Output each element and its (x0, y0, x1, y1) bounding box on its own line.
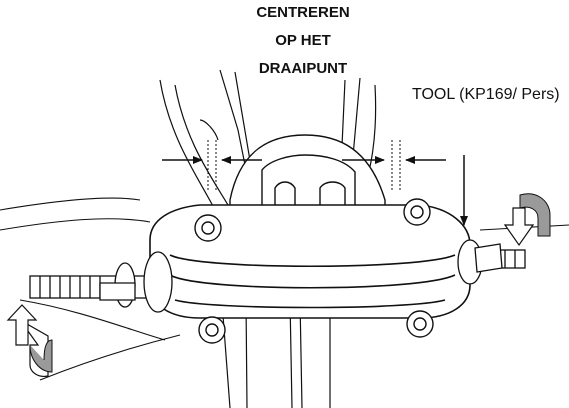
rotate-arrow-icon (6, 304, 53, 377)
bolt-heads (194, 198, 434, 344)
yoke-clamp (149, 204, 471, 319)
left-tool-rod (29, 251, 173, 313)
right-tool-rod (457, 239, 526, 285)
center-guides (207, 140, 401, 190)
tool-label: TOOL (KP169/ Pers) (412, 86, 560, 103)
centering-label-line3: DRAAIPUNT (259, 60, 347, 77)
centering-label-line2: OP HET (275, 32, 331, 49)
rotate-arrow-icon (503, 193, 551, 247)
centering-label-line1: CENTREREN (256, 4, 349, 21)
